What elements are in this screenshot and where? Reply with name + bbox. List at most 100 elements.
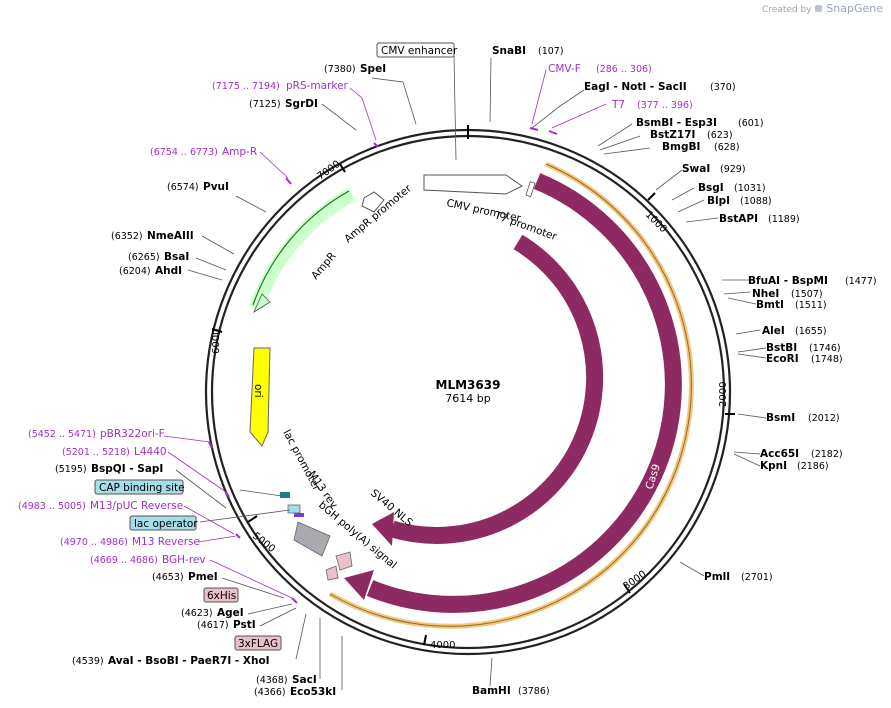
primer-t7: T7 [611, 99, 625, 111]
primer-m13-puc-reverse: M13/pUC Reverse [90, 500, 183, 512]
primer-range: (6754 .. 6773) [150, 147, 218, 158]
site-bsmi: BsmI [766, 412, 795, 424]
lac-operator-label: lac operator [134, 518, 198, 530]
site-bstapi: BstAPI [719, 213, 758, 225]
site-pvui: PvuI [203, 181, 229, 193]
site-ecori: EcoRI [766, 353, 799, 365]
site-psti: PstI [233, 619, 256, 631]
site-pos: (1088) [740, 196, 772, 207]
bgh-polya-signal [293, 521, 331, 557]
site-alei: AleI [762, 325, 785, 337]
cap-binding-site-label: CAP binding site [99, 482, 185, 494]
primer-range: (4983 .. 5005) [18, 501, 86, 512]
tick-7000: 7000 [315, 159, 342, 183]
flag-tag-label: 3xFLAG [238, 638, 278, 650]
site-bsai: BsaI [164, 251, 189, 263]
snapgene-credit: Created by SnapGene [762, 2, 883, 15]
plasmid-length: 7614 bp [445, 392, 490, 405]
scale-tick-marks [211, 163, 735, 646]
tick-3000: 3000 [621, 569, 648, 593]
cmv-enhancer-label: CMV enhancer [381, 45, 458, 57]
site-xhoi-group: AvaI - BsoBI - PaeR7I - XhoI [108, 655, 270, 667]
site-pos: (929) [720, 164, 746, 175]
site-pmei: PmeI [188, 571, 218, 583]
credit-prefix: Created by [762, 5, 812, 15]
orf-highlight-outer-line [329, 163, 692, 627]
site-pos: (370) [710, 82, 736, 93]
site-pos: (4368) [256, 675, 288, 686]
primer-range: (4669 .. 4686) [90, 555, 158, 566]
site-spei: SpeI [360, 63, 386, 75]
primer-range: (286 .. 306) [596, 64, 652, 75]
primer-cmv-f: CMV-F [548, 63, 581, 75]
site-pos: (623) [707, 130, 733, 141]
site-pos: (4366) [254, 687, 286, 698]
tick-4000: 4000 [430, 640, 455, 651]
site-pos: (2186) [797, 461, 829, 472]
cas9-outer-feature [366, 173, 682, 613]
site-pos: (6574) [167, 182, 199, 193]
plasmid-name: MLM3639 [436, 378, 501, 392]
site-pos: (1511) [795, 300, 827, 311]
site-pos: (1477) [845, 276, 877, 287]
ampr-arrowhead [253, 293, 271, 314]
cas9-inner-label: Cas9 [593, 439, 612, 467]
primer-range: (5452 .. 5471) [28, 429, 96, 440]
site-eco53ki: Eco53kI [290, 686, 336, 698]
site-bmti: BmtI [756, 299, 784, 311]
ampr-promoter-arrow [361, 191, 385, 213]
site-pos: (7380) [324, 64, 356, 75]
primer-bgh-rev: BGH-rev [162, 554, 206, 566]
lac-operator-box [129, 515, 197, 531]
site-saci: SacI [292, 674, 317, 686]
site-pos: (107) [538, 46, 564, 57]
site-pos: (6204) [119, 266, 151, 277]
primer-range: (4970 .. 4986) [60, 537, 128, 548]
site-pos: (5195) [55, 464, 87, 475]
site-eagi-group: EagI - NotI - SacII [584, 81, 687, 93]
site-pos: (4539) [72, 656, 104, 667]
site-swai: SwaI [682, 163, 710, 175]
primer-m13-reverse: M13 Reverse [132, 536, 200, 548]
left-leader-lines [175, 55, 457, 690]
snapgene-logo-icon [815, 5, 823, 12]
t7-promoter-marker [525, 181, 536, 198]
site-bstz17i: BstZ17I [650, 129, 695, 141]
flag-tag-box [234, 635, 282, 651]
site-bmgbi: BmgBI [662, 141, 700, 153]
site-pos: (628) [714, 142, 740, 153]
ampr-promoter-label: AmpR promoter [342, 182, 414, 245]
site-pos: (6352) [111, 231, 143, 242]
ori-feature [249, 347, 271, 447]
cmv-enhancer-box [376, 42, 455, 58]
site-acc65i: Acc65I [760, 448, 799, 460]
site-pos: (4623) [181, 608, 213, 619]
site-pos: (3786) [518, 686, 550, 697]
his-tag-marker [335, 551, 353, 571]
site-pos: (4653) [152, 572, 184, 583]
site-pmli: PmlI [704, 571, 730, 583]
lac-operator-marker [287, 504, 301, 514]
site-bsgi: BsgI [698, 182, 724, 194]
primer-pbr322ori-f: pBR322ori-F [100, 428, 165, 440]
site-pos: (6265) [128, 252, 160, 263]
site-bstbi: BstBI [766, 342, 797, 354]
cas9-inner-feature [389, 234, 604, 544]
primer-range: (7175 .. 7194) [212, 81, 280, 92]
cap-binding-site-box [94, 479, 184, 495]
site-agei: AgeI [217, 607, 244, 619]
site-pos: (7125) [249, 99, 281, 110]
site-pos: (2701) [741, 572, 773, 583]
primer-range: (5201 .. 5218) [62, 447, 130, 458]
site-bamhi: BamHI [472, 685, 511, 697]
site-pos: (1189) [768, 214, 800, 225]
site-kpni: KpnI [760, 460, 787, 472]
credit-brand: SnapGene [826, 2, 883, 15]
primer-prs-marker: pRS-marker [286, 80, 349, 92]
site-pos: (1031) [734, 183, 766, 194]
his-tag-box [203, 587, 239, 603]
ampr-orf-line [252, 190, 350, 306]
site-pos: (4617) [197, 620, 229, 631]
site-pos: (1507) [791, 289, 823, 300]
